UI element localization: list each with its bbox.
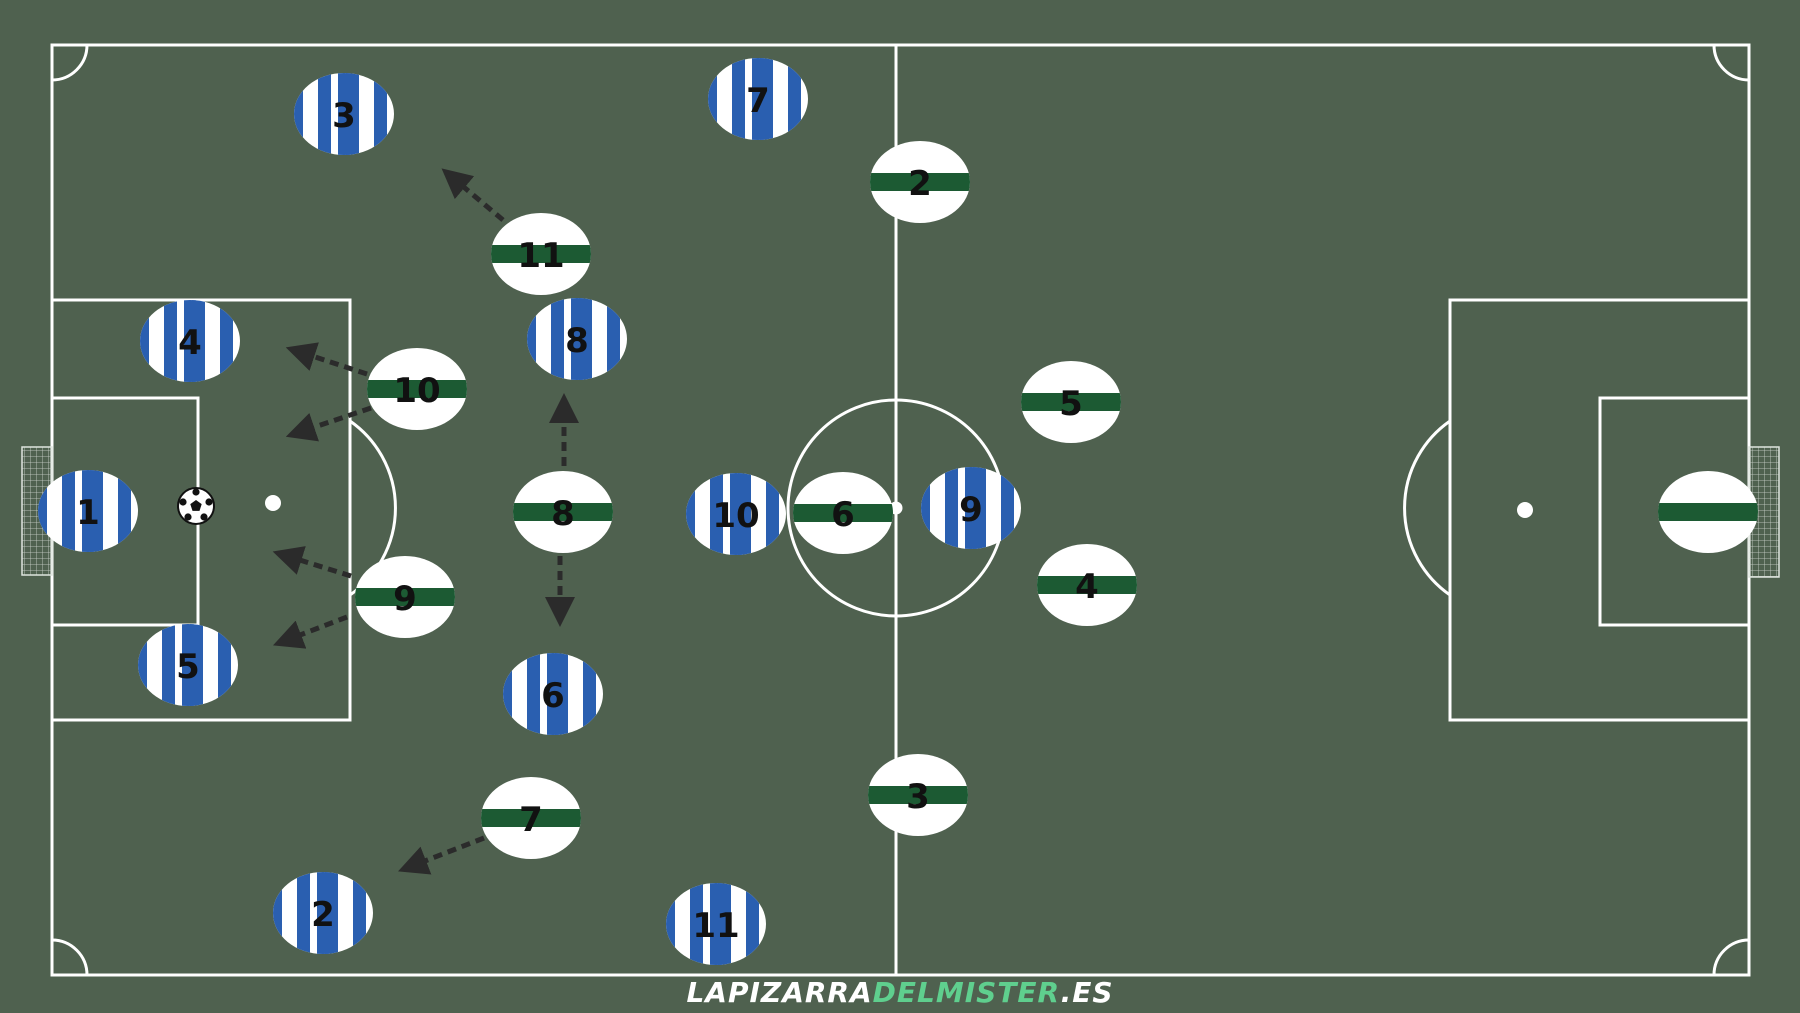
movement-arrow bbox=[285, 405, 372, 442]
home_team-player[interactable]: 3 bbox=[290, 64, 394, 164]
player-number: 8 bbox=[551, 494, 575, 534]
away_team-player[interactable]: 5 bbox=[1021, 352, 1121, 452]
home_team-player[interactable]: 10 bbox=[682, 464, 786, 564]
player-number: 2 bbox=[908, 164, 932, 204]
player-number: 11 bbox=[517, 236, 564, 276]
home_team-player[interactable]: 2 bbox=[269, 863, 373, 963]
player-number: 9 bbox=[959, 490, 983, 530]
movement-arrow bbox=[272, 614, 348, 649]
home_team-player[interactable]: 4 bbox=[136, 291, 240, 391]
movement-arrows bbox=[272, 168, 579, 875]
watermark-part1: LAPIZARRA bbox=[686, 976, 873, 1009]
right-penalty-spot bbox=[1517, 502, 1533, 518]
watermark-part2: DELMISTER bbox=[872, 976, 1061, 1009]
away_team-player[interactable] bbox=[1658, 462, 1758, 562]
player-number: 5 bbox=[1059, 384, 1083, 424]
away_team-player[interactable]: 8 bbox=[513, 462, 613, 562]
away_team-player[interactable]: 4 bbox=[1037, 535, 1137, 635]
corner-arc-top-left bbox=[51, 44, 89, 82]
watermark: LAPIZARRADELMISTER.ES bbox=[0, 976, 1800, 1009]
movement-arrow bbox=[285, 342, 368, 377]
away_team-player[interactable]: 3 bbox=[868, 745, 968, 845]
movement-arrow bbox=[441, 168, 505, 222]
right-penalty-arc bbox=[1403, 419, 1451, 597]
home_team-player[interactable]: 6 bbox=[499, 644, 603, 744]
player-number: 3 bbox=[906, 777, 930, 817]
player-number: 9 bbox=[393, 579, 417, 619]
soccer-ball-icon bbox=[177, 487, 215, 525]
away_team-player[interactable]: 6 bbox=[793, 463, 893, 563]
home_team-player[interactable]: 7 bbox=[704, 49, 808, 149]
player-number: 8 bbox=[565, 321, 589, 361]
watermark-part3: .ES bbox=[1060, 976, 1114, 1009]
players-layer: 1 4 5 3 2 7 8 6 10 11 9 2 11 10 8 9 7 6 5 4 3 bbox=[34, 49, 1758, 974]
player-number: 4 bbox=[1075, 567, 1099, 607]
home_team-player[interactable]: 8 bbox=[523, 289, 627, 389]
player-number: 5 bbox=[176, 647, 200, 687]
corner-arc-top-right bbox=[1712, 44, 1750, 82]
player-number: 10 bbox=[712, 496, 759, 536]
player-number: 3 bbox=[332, 96, 356, 136]
corner-arc-bottom-left bbox=[51, 938, 89, 976]
away_team-player[interactable]: 9 bbox=[355, 547, 455, 647]
player-number: 7 bbox=[746, 81, 770, 121]
player-number: 2 bbox=[311, 895, 335, 935]
home_team-player[interactable]: 11 bbox=[662, 874, 766, 974]
away_team-player[interactable]: 11 bbox=[491, 204, 591, 304]
player-number: 1 bbox=[76, 493, 100, 533]
home_team-player[interactable]: 1 bbox=[34, 461, 138, 561]
home_team-player[interactable]: 9 bbox=[917, 458, 1021, 558]
player-number: 7 bbox=[519, 800, 543, 840]
away_team-player[interactable]: 7 bbox=[481, 768, 581, 868]
player-number: 6 bbox=[541, 676, 565, 716]
home_team-player[interactable]: 5 bbox=[134, 615, 238, 715]
movement-arrow bbox=[398, 835, 485, 875]
player-number: 4 bbox=[178, 323, 202, 363]
left-penalty-spot bbox=[265, 495, 281, 511]
away_team-player[interactable]: 10 bbox=[367, 339, 467, 439]
player-number: 10 bbox=[393, 371, 440, 411]
away_team-player[interactable]: 2 bbox=[870, 132, 970, 232]
player-number: 6 bbox=[831, 495, 855, 535]
player-number: 11 bbox=[692, 906, 739, 946]
corner-arc-bottom-right bbox=[1712, 938, 1750, 976]
movement-arrow bbox=[272, 546, 352, 579]
